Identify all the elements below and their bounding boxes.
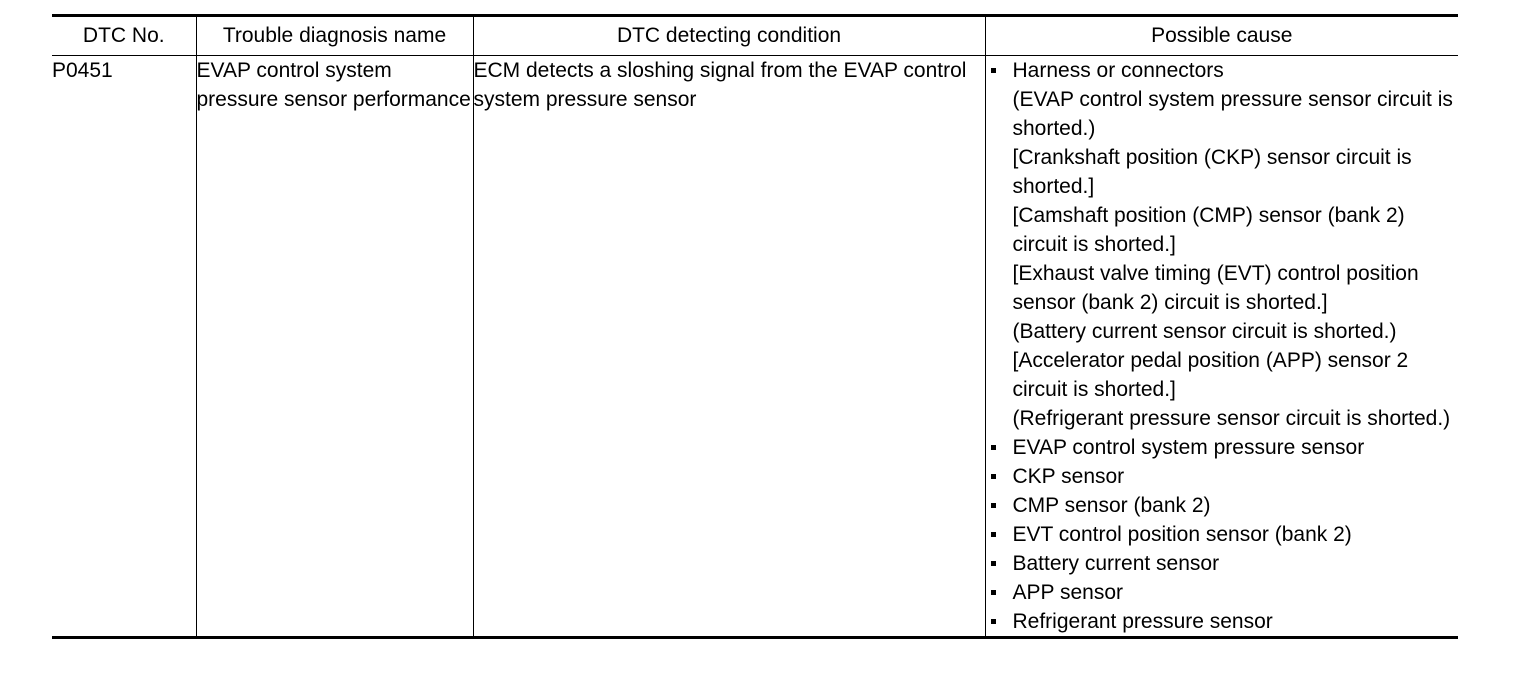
list-item-detail: [Accelerator pedal position (APP) sensor… — [1012, 349, 1409, 401]
bullet-icon — [990, 561, 996, 566]
list-item-detail: [Exhaust valve timing (EVT) control posi… — [1012, 262, 1419, 314]
list-item-detail: [Crankshaft position (CKP) sensor circui… — [1012, 146, 1412, 198]
column-header-dtc-no: DTC No. — [52, 14, 196, 56]
list-item-label: Harness or connectors — [1012, 59, 1224, 82]
list-item-detail: (Refrigerant pressure sensor circuit is … — [1012, 407, 1451, 430]
list-item-detail: (Battery current sensor circuit is short… — [1012, 320, 1397, 343]
list-item-label: Refrigerant pressure sensor — [1012, 610, 1273, 633]
bullet-icon — [990, 532, 996, 537]
list-item: CKP sensor — [986, 462, 1459, 491]
bullet-icon — [990, 68, 996, 73]
column-header-possible-cause: Possible cause — [984, 14, 1458, 56]
bullet-icon — [990, 474, 996, 479]
column-header-trouble-diagnosis-name: Trouble diagnosis name — [195, 14, 473, 56]
bullet-icon — [990, 503, 996, 508]
list-item-detail: (EVAP control system pressure sensor cir… — [1012, 88, 1453, 140]
cell-dtc-detecting-condition: ECM detects a sloshing signal from the E… — [472, 55, 985, 639]
list-item: CMP sensor (bank 2) — [986, 491, 1459, 520]
table-header-row: DTC No. Trouble diagnosis name DTC detec… — [52, 14, 1458, 56]
cell-trouble-diagnosis-name: EVAP control system pressure sensor perf… — [195, 55, 473, 639]
list-item-label: EVT control position sensor (bank 2) — [1012, 523, 1352, 546]
list-item: Harness or connectors (EVAP control syste… — [986, 56, 1459, 433]
list-item-label: CMP sensor (bank 2) — [1012, 494, 1211, 517]
column-header-dtc-detecting-condition: DTC detecting condition — [472, 14, 985, 56]
list-item-label: EVAP control system pressure sensor — [1012, 436, 1365, 459]
list-item-label: APP sensor — [1012, 581, 1124, 604]
list-item: APP sensor — [986, 578, 1459, 607]
list-item: EVAP control system pressure sensor — [986, 433, 1459, 462]
cell-dtc-no: P0451 — [52, 55, 196, 639]
list-item-detail: [Camshaft position (CMP) sensor (bank 2)… — [1012, 204, 1405, 256]
list-item: EVT control position sensor (bank 2) — [986, 520, 1459, 549]
list-item: Refrigerant pressure sensor — [986, 607, 1459, 636]
table-row: P0451 EVAP control system pressure senso… — [52, 55, 1459, 639]
list-item: Battery current sensor — [986, 549, 1459, 578]
bullet-icon — [990, 445, 996, 450]
list-item-label: Battery current sensor — [1012, 552, 1220, 575]
cell-possible-cause: Harness or connectors (EVAP control syste… — [984, 55, 1459, 639]
bullet-icon — [990, 619, 996, 624]
list-item-label: CKP sensor — [1012, 465, 1125, 488]
dtc-table: DTC No. Trouble diagnosis name DTC detec… — [52, 14, 1458, 639]
bullet-icon — [990, 590, 996, 595]
possible-cause-list: Harness or connectors (EVAP control syste… — [986, 56, 1459, 636]
